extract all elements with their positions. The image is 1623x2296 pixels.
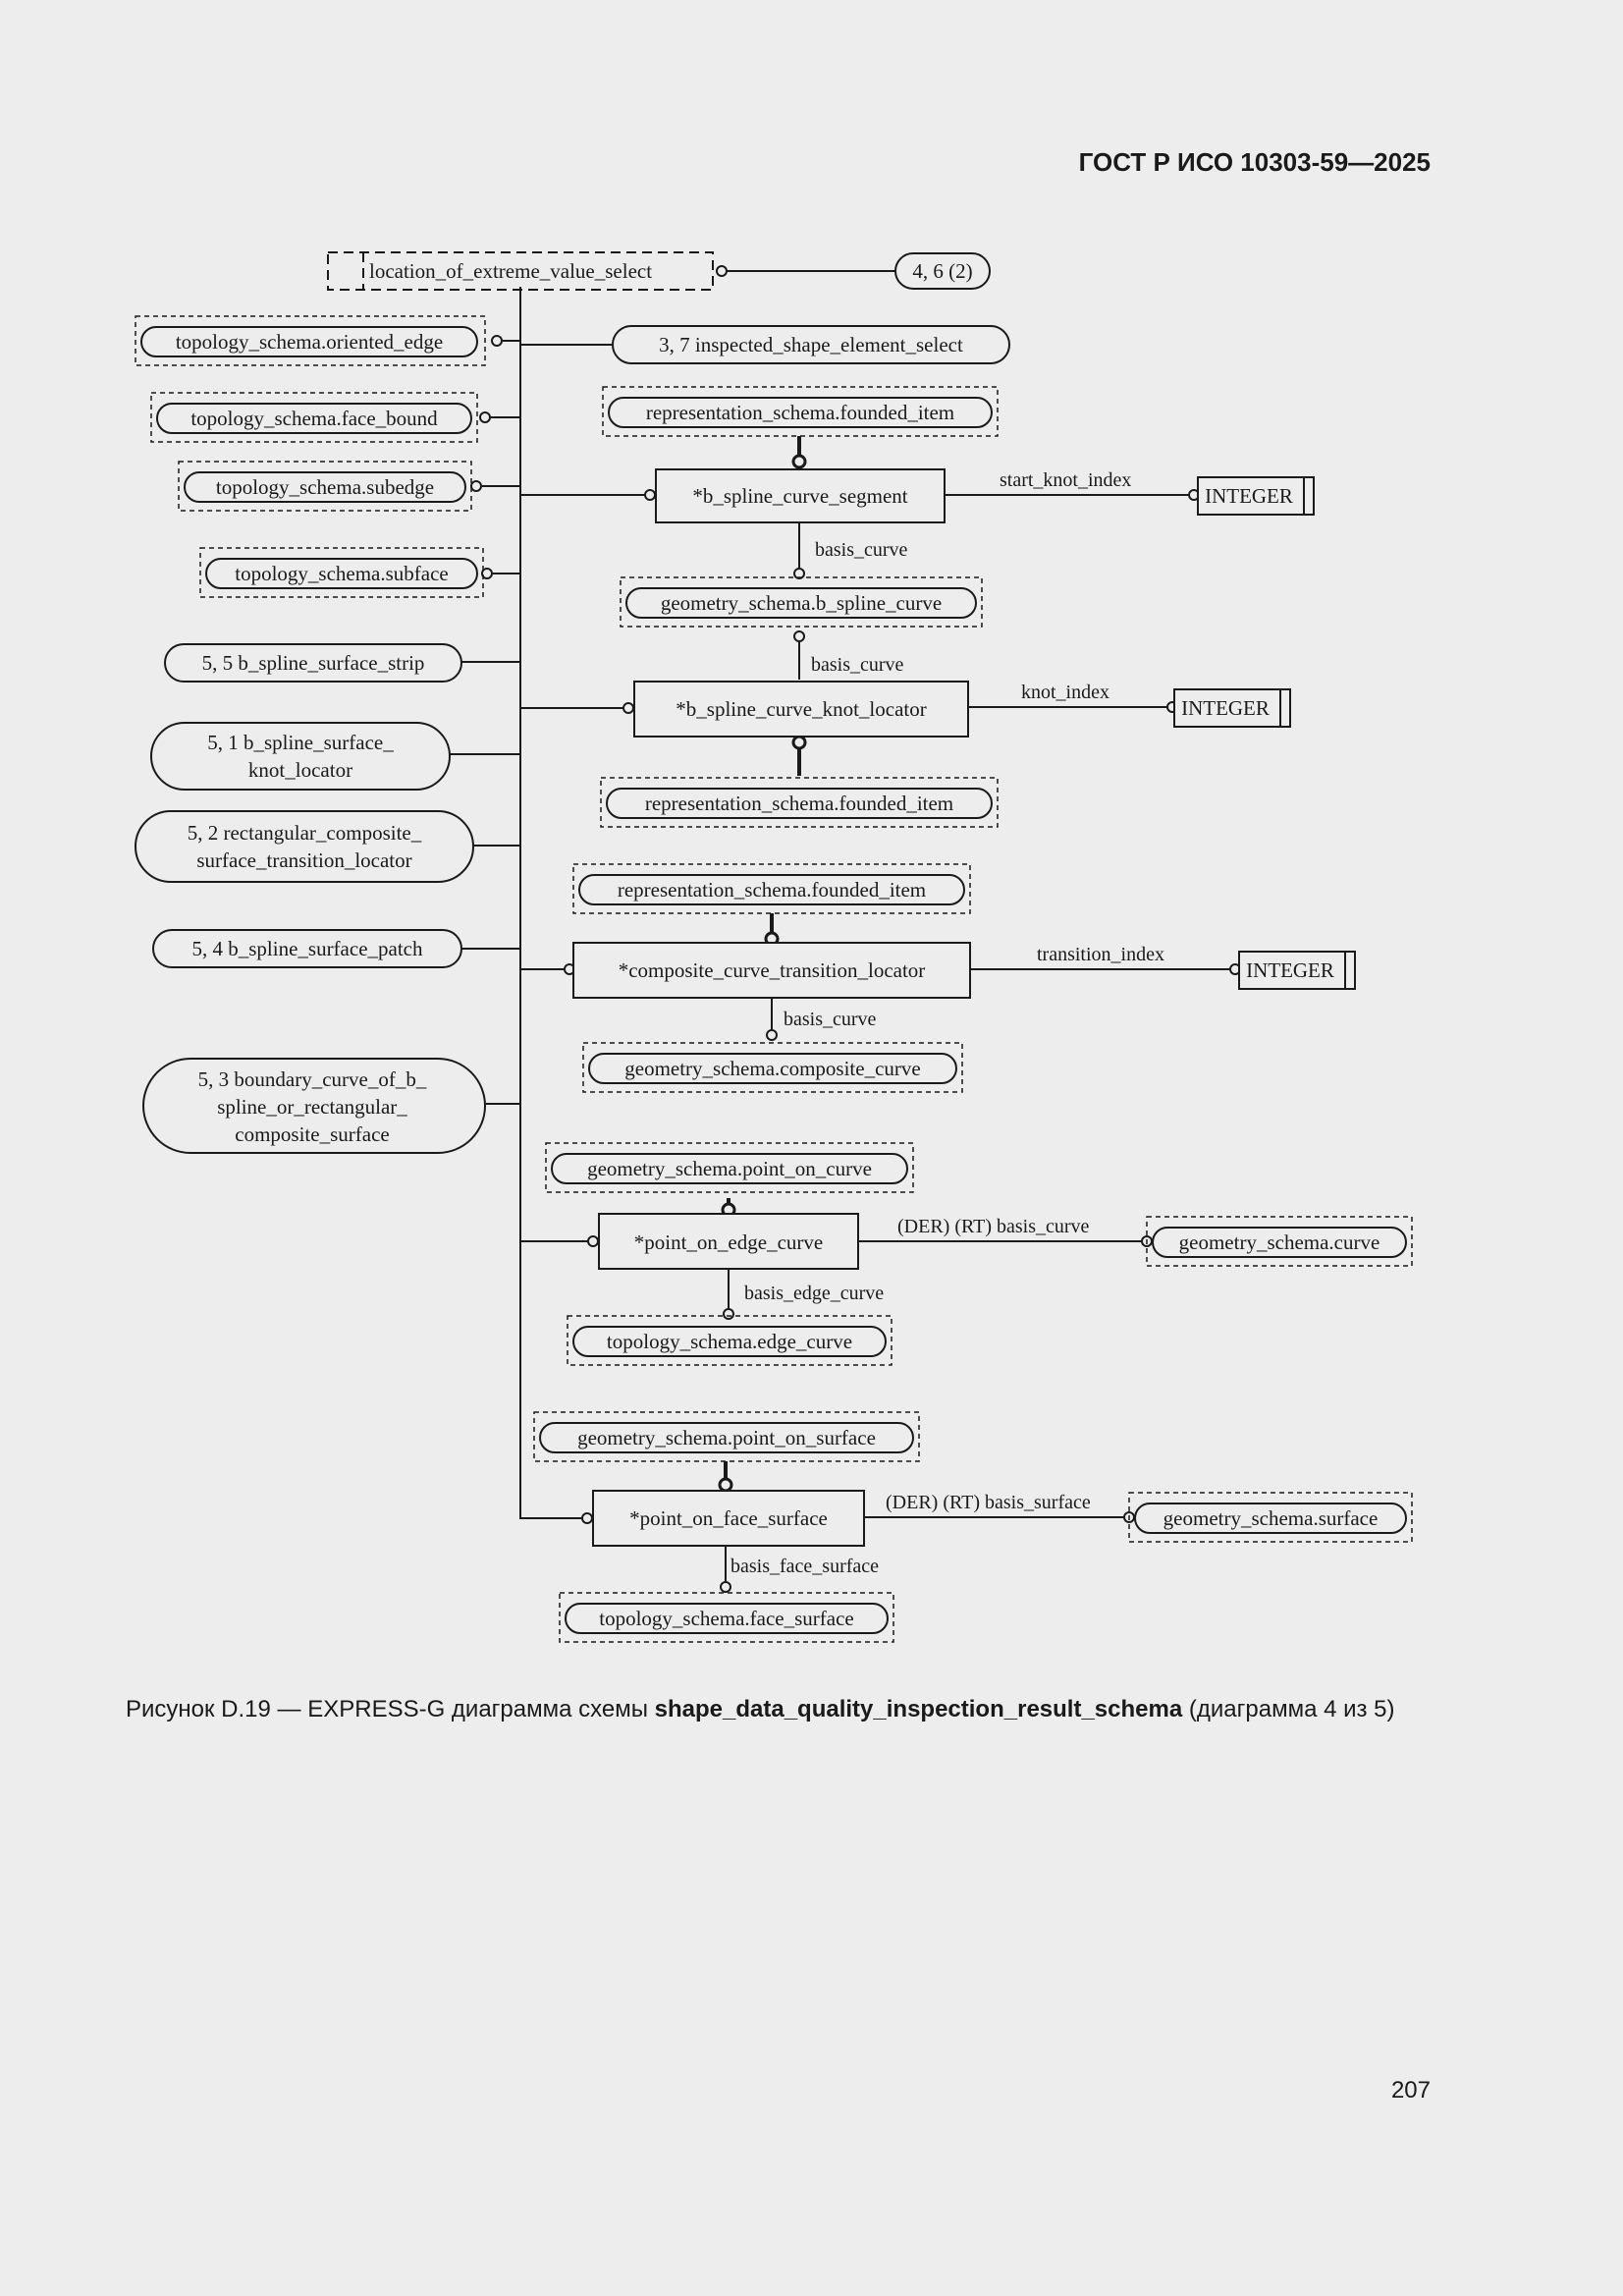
select-type-label: location_of_extreme_value_select bbox=[369, 259, 652, 283]
svg-text:4, 6 (2): 4, 6 (2) bbox=[912, 259, 972, 283]
express-g-diagram: location_of_extreme_value_select 4, 6 (2… bbox=[135, 251, 1413, 1643]
page-ref-boundary: 5, 3 boundary_curve_of_b_ spline_or_rect… bbox=[142, 1058, 486, 1154]
ref-point-on-surface: geometry_schema.point_on_surface bbox=[533, 1411, 920, 1462]
page-number: 207 bbox=[1390, 2077, 1431, 2104]
figure-caption: Рисунок D.19 — EXPRESS-G диаграмма схемы… bbox=[126, 1696, 1395, 1722]
entity-point-on-edge-curve: *point_on_edge_curve bbox=[598, 1213, 859, 1270]
ref-composite-curve: geometry_schema.composite_curve bbox=[582, 1042, 963, 1093]
svg-text:*point_on_face_surface: *point_on_face_surface bbox=[629, 1506, 828, 1530]
svg-text:geometry_schema.b_spline_curve: geometry_schema.b_spline_curve bbox=[661, 591, 942, 615]
attr-knot-index: knot_index bbox=[1021, 682, 1109, 703]
entity-composite-curve-transition-locator: *composite_curve_transition_locator bbox=[572, 942, 971, 999]
svg-text:INTEGER: INTEGER bbox=[1205, 484, 1293, 508]
svg-text:5, 3 boundary_curve_of_b_: 5, 3 boundary_curve_of_b_ bbox=[198, 1067, 427, 1091]
ref-subedge: topology_schema.subedge bbox=[178, 461, 472, 512]
svg-text:topology_schema.subedge: topology_schema.subedge bbox=[216, 475, 434, 499]
svg-text:*b_spline_curve_segment: *b_spline_curve_segment bbox=[692, 484, 907, 508]
ref-face-surface: topology_schema.face_surface bbox=[559, 1592, 894, 1643]
svg-text:spline_or_rectangular_: spline_or_rectangular_ bbox=[217, 1095, 407, 1119]
svg-text:knot_locator: knot_locator bbox=[248, 758, 352, 782]
page-ref-select: 4, 6 (2) bbox=[894, 252, 991, 290]
attr-basis-edge-curve: basis_edge_curve bbox=[744, 1283, 884, 1304]
ref-b-spline-curve: geometry_schema.b_spline_curve bbox=[620, 576, 983, 628]
page-ref-patch: 5, 4 b_spline_surface_patch bbox=[152, 929, 462, 968]
integer-type-2: INTEGER bbox=[1173, 688, 1291, 728]
svg-text:geometry_schema.surface: geometry_schema.surface bbox=[1163, 1506, 1379, 1530]
svg-text:geometry_schema.point_on_curve: geometry_schema.point_on_curve bbox=[587, 1157, 872, 1180]
svg-text:topology_schema.subface: topology_schema.subface bbox=[235, 562, 449, 585]
svg-text:*composite_curve_transition_lo: *composite_curve_transition_locator bbox=[619, 958, 926, 982]
svg-text:INTEGER: INTEGER bbox=[1246, 958, 1334, 982]
ref-point-on-curve: geometry_schema.point_on_curve bbox=[545, 1142, 914, 1193]
svg-text:geometry_schema.composite_curv: geometry_schema.composite_curve bbox=[624, 1057, 920, 1080]
svg-text:topology_schema.face_surface: topology_schema.face_surface bbox=[599, 1607, 853, 1630]
entity-b-spline-curve-knot-locator: *b_spline_curve_knot_locator bbox=[633, 681, 969, 738]
svg-text:representation_schema.founded_: representation_schema.founded_item bbox=[646, 401, 954, 424]
svg-text:*point_on_edge_curve: *point_on_edge_curve bbox=[634, 1230, 823, 1254]
svg-text:INTEGER: INTEGER bbox=[1181, 696, 1270, 720]
ref-curve: geometry_schema.curve bbox=[1146, 1216, 1413, 1267]
attr-der-rt-basis-surface: (DER) (RT) basis_surface bbox=[886, 1492, 1091, 1513]
svg-text:topology_schema.face_bound: topology_schema.face_bound bbox=[190, 407, 438, 430]
svg-text:3, 7 inspected_shape_element_s: 3, 7 inspected_shape_element_select bbox=[659, 333, 963, 356]
caption-schema-name: shape_data_quality_inspection_result_sch… bbox=[654, 1696, 1183, 1722]
svg-text:5, 4 b_spline_surface_patch: 5, 4 b_spline_surface_patch bbox=[191, 937, 423, 960]
svg-text:5, 2 rectangular_composite_: 5, 2 rectangular_composite_ bbox=[188, 821, 422, 845]
select-type-box: location_of_extreme_value_select bbox=[327, 251, 714, 291]
svg-text:5, 5 b_spline_surface_strip: 5, 5 b_spline_surface_strip bbox=[202, 651, 425, 675]
svg-text:surface_transition_locator: surface_transition_locator bbox=[196, 848, 411, 872]
ref-face-bound: topology_schema.face_bound bbox=[150, 392, 478, 443]
attr-der-rt-basis-curve: (DER) (RT) basis_curve bbox=[897, 1216, 1090, 1237]
attr-basis-face-surface: basis_face_surface bbox=[730, 1556, 879, 1577]
integer-type-3: INTEGER bbox=[1238, 951, 1356, 990]
ref-surface: geometry_schema.surface bbox=[1128, 1492, 1413, 1543]
entity-point-on-face-surface: *point_on_face_surface bbox=[592, 1490, 865, 1547]
standard-header: ГОСТ Р ИСО 10303-59—2025 bbox=[1078, 147, 1431, 177]
svg-text:topology_schema.edge_curve: topology_schema.edge_curve bbox=[607, 1330, 852, 1353]
ref-founded-item-3: representation_schema.founded_item bbox=[572, 863, 971, 914]
ref-founded-item-1: representation_schema.founded_item bbox=[602, 386, 999, 437]
attr-start-knot-index: start_knot_index bbox=[1000, 469, 1131, 491]
ref-subface: topology_schema.subface bbox=[199, 547, 484, 598]
page-ref-strip: 5, 5 b_spline_surface_strip bbox=[164, 643, 462, 683]
attr-transition-index: transition_index bbox=[1037, 944, 1164, 965]
attr-basis-curve-2: basis_curve bbox=[811, 654, 904, 676]
ref-founded-item-2: representation_schema.founded_item bbox=[600, 777, 999, 828]
ref-oriented-edge: topology_schema.oriented_edge bbox=[135, 315, 486, 366]
svg-text:representation_schema.founded_: representation_schema.founded_item bbox=[618, 878, 926, 902]
page-ref-knot-locator: 5, 1 b_spline_surface_ knot_locator bbox=[150, 722, 451, 791]
page-ref-inspected: 3, 7 inspected_shape_element_select bbox=[612, 325, 1010, 364]
svg-text:5, 1 b_spline_surface_: 5, 1 b_spline_surface_ bbox=[207, 731, 394, 754]
entity-b-spline-curve-segment: *b_spline_curve_segment bbox=[655, 468, 946, 523]
svg-text:topology_schema.oriented_edge: topology_schema.oriented_edge bbox=[176, 330, 443, 354]
ref-edge-curve: topology_schema.edge_curve bbox=[567, 1315, 893, 1366]
page-ref-rect-transition: 5, 2 rectangular_composite_ surface_tran… bbox=[135, 810, 474, 883]
svg-text:composite_surface: composite_surface bbox=[235, 1122, 389, 1146]
integer-type-1: INTEGER bbox=[1197, 476, 1315, 516]
svg-text:representation_schema.founded_: representation_schema.founded_item bbox=[645, 792, 953, 815]
attr-basis-curve-3: basis_curve bbox=[784, 1009, 877, 1030]
svg-text:geometry_schema.curve: geometry_schema.curve bbox=[1179, 1230, 1380, 1254]
svg-text:*b_spline_curve_knot_locator: *b_spline_curve_knot_locator bbox=[676, 697, 926, 721]
svg-text:geometry_schema.point_on_surfa: geometry_schema.point_on_surface bbox=[577, 1426, 876, 1449]
attr-basis-curve-1: basis_curve bbox=[815, 539, 908, 561]
